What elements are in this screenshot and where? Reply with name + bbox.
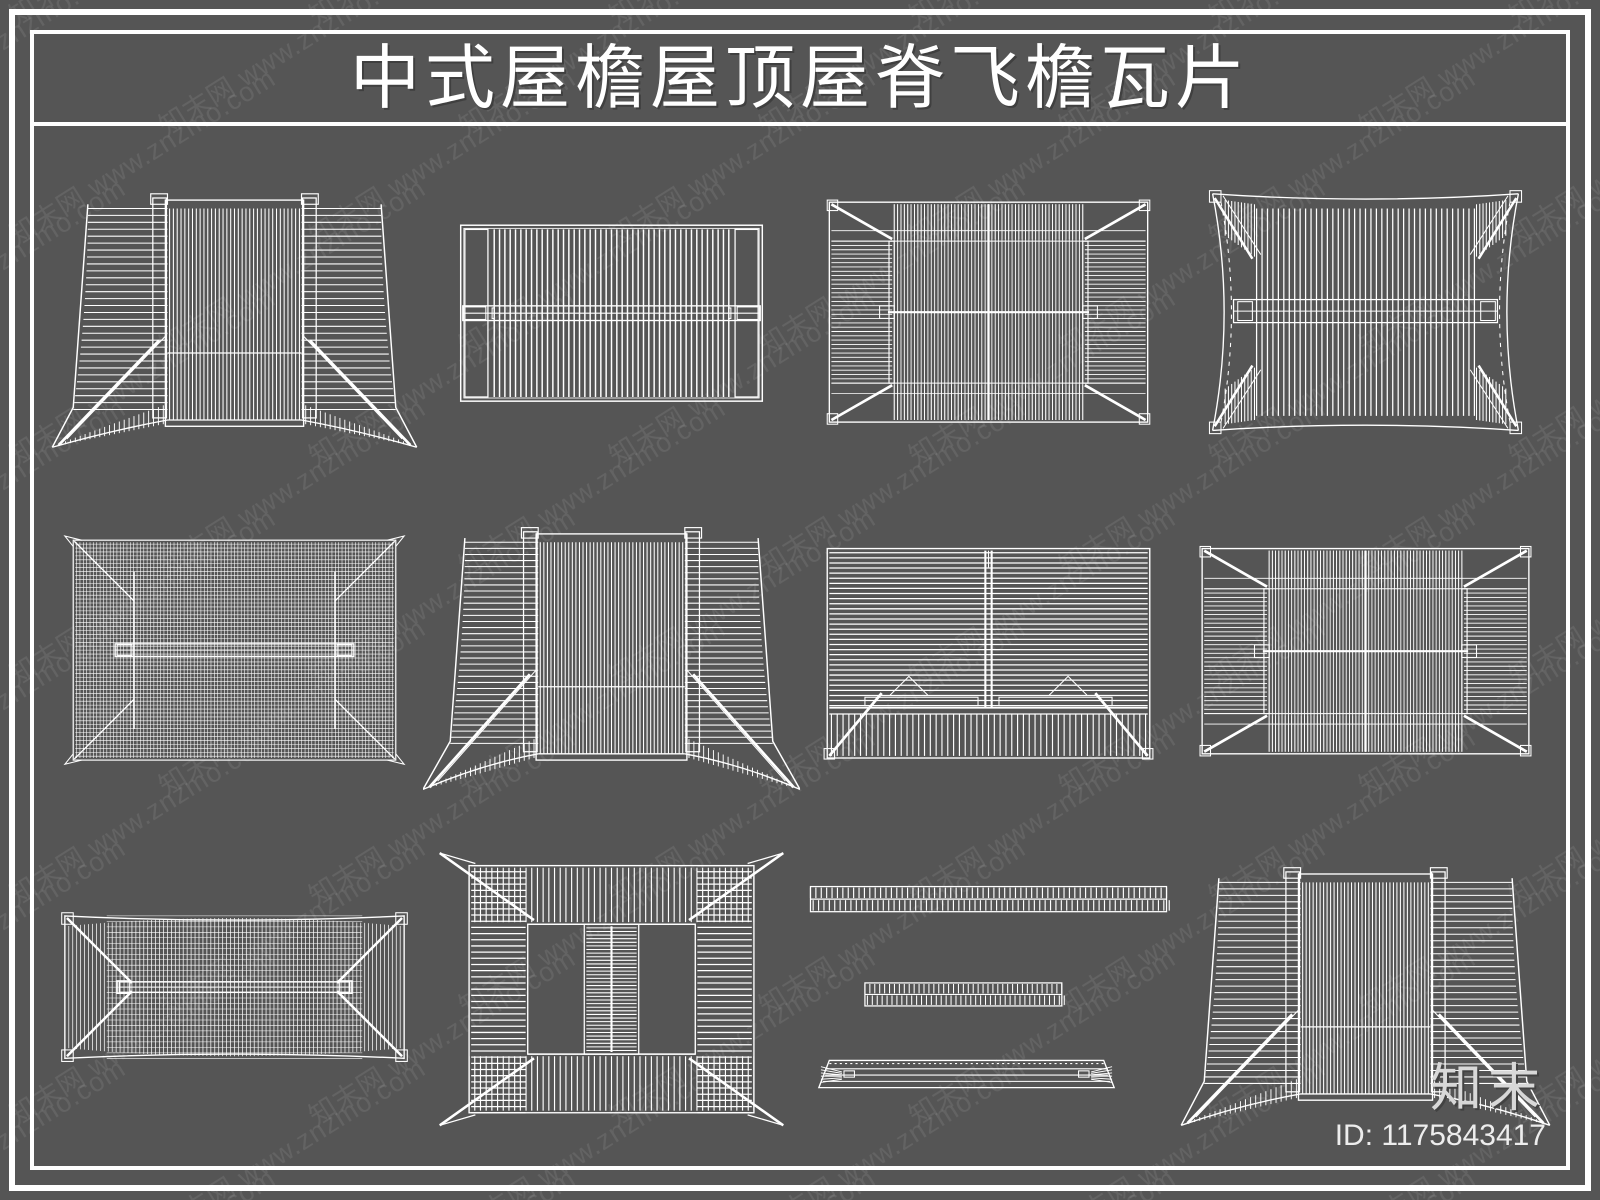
sheet-border-outer: [9, 9, 1591, 1191]
title-band: 中式屋檐屋顶屋脊飞檐瓦片: [34, 34, 1566, 126]
drawing-flared-eave-roof-front-elevation[interactable]: [46, 140, 423, 478]
drawing-flared-eave-roof-elevation-c[interactable]: [1177, 816, 1554, 1154]
drawing-grid: [46, 140, 1554, 1154]
drawing-flared-eave-roof-elevation-b[interactable]: [423, 478, 800, 816]
drawing-curved-eave-roof-plan[interactable]: [1177, 140, 1554, 478]
drawing-gable-roof-tile-plan[interactable]: [423, 140, 800, 478]
asset-id-label: ID: 1175843417: [1334, 1119, 1546, 1152]
drawing-courtyard-roof-ring-plan[interactable]: [423, 816, 800, 1154]
sheet-border-inner: [30, 30, 1570, 1170]
drawing-ridge-tile-strip-details[interactable]: [800, 816, 1177, 1154]
brand-block: 知末 ID: 1175843417: [1335, 1062, 1546, 1152]
page-title: 中式屋檐屋顶屋脊飞檐瓦片: [350, 37, 1250, 119]
drawing-ridge-roof-horizontal-tiles[interactable]: [800, 478, 1177, 816]
drawing-fine-grid-hip-roof-plan[interactable]: [46, 478, 423, 816]
drawing-hip-roof-plan-b[interactable]: [1177, 478, 1554, 816]
drawing-wide-hip-roof-plan[interactable]: [46, 816, 423, 1154]
drawing-hip-roof-plan-dense-tiles[interactable]: [800, 140, 1177, 478]
znzmo-logo: 知末: [1429, 1059, 1546, 1120]
